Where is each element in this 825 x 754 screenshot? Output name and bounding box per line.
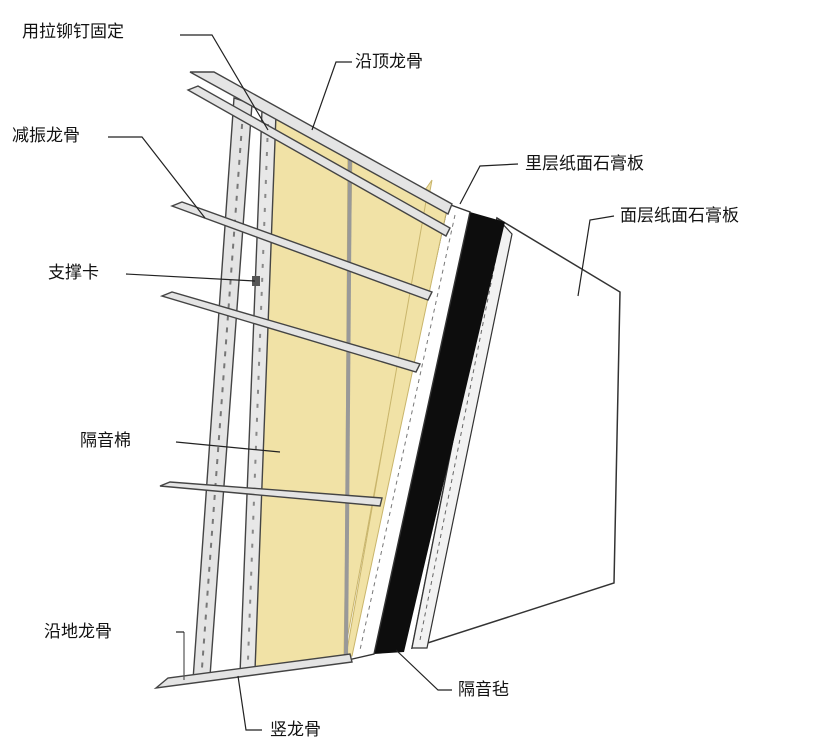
stud-behind-insulation bbox=[344, 151, 352, 661]
label-stud: 竖龙骨 bbox=[270, 720, 321, 740]
outer-board-edge-perforation bbox=[419, 227, 503, 641]
acoustic-felt bbox=[374, 212, 505, 654]
top-track bbox=[189, 71, 453, 215]
inner-board-perforation bbox=[359, 214, 456, 651]
outer-board-edge bbox=[411, 216, 513, 649]
label-inner-board: 里层纸面石膏板 bbox=[525, 154, 644, 174]
brace-clip-marker bbox=[252, 276, 260, 286]
label-outer-board: 面层纸面石膏板 bbox=[620, 206, 739, 226]
leader-lines bbox=[108, 34, 615, 731]
floor-track bbox=[153, 653, 353, 690]
label-floor-track: 沿地龙骨 bbox=[44, 622, 112, 642]
label-insulation: 隔音棉 bbox=[80, 431, 131, 451]
label-top-track: 沿顶龙骨 bbox=[355, 52, 423, 72]
label-resilient-channel: 减振龙骨 bbox=[12, 126, 80, 146]
label-rivet: 用拉铆钉固定 bbox=[22, 22, 124, 42]
resilient-channels bbox=[159, 85, 451, 507]
label-brace-clip: 支撑卡 bbox=[48, 263, 99, 283]
label-acoustic-felt: 隔音毡 bbox=[458, 680, 509, 700]
